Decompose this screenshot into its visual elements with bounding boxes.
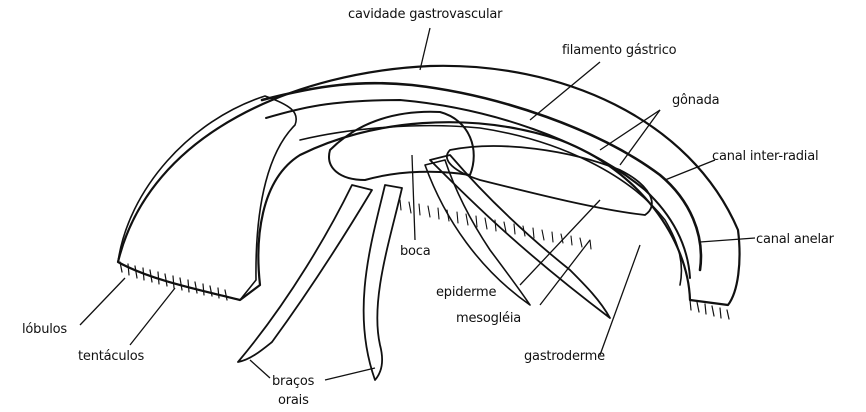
- label-filamento-gastrico: filamento gástrico: [562, 43, 677, 58]
- label-orais: orais: [278, 393, 309, 408]
- tentacle-fringe-mid: [400, 200, 591, 249]
- oral-arm-2: [364, 185, 402, 380]
- label-bracos: braços: [272, 374, 315, 389]
- label-mesogleia: mesogléia: [456, 311, 521, 326]
- label-tentaculos: tentáculos: [78, 349, 145, 364]
- oral-arm-4: [425, 160, 530, 305]
- label-epiderme: epiderme: [436, 285, 496, 300]
- oral-arms: [238, 155, 610, 380]
- umbrella-bell: [118, 66, 740, 305]
- inner-canal: [300, 126, 681, 285]
- leader-lines: [80, 28, 755, 380]
- label-cavidade-gastrovascular: cavidade gastrovascular: [348, 7, 503, 22]
- tentacle-fringe-left: [120, 262, 227, 300]
- label-gonada: gônada: [672, 93, 719, 108]
- label-lobulos: lóbulos: [22, 322, 67, 337]
- medusa-body: [118, 66, 740, 319]
- label-gastroderme: gastroderme: [524, 349, 605, 364]
- label-boca: boca: [400, 244, 431, 259]
- gastrovascular-cavity: [262, 83, 701, 270]
- label-canal-anelar: canal anelar: [756, 232, 835, 247]
- label-canal-inter-radial: canal inter-radial: [712, 149, 818, 164]
